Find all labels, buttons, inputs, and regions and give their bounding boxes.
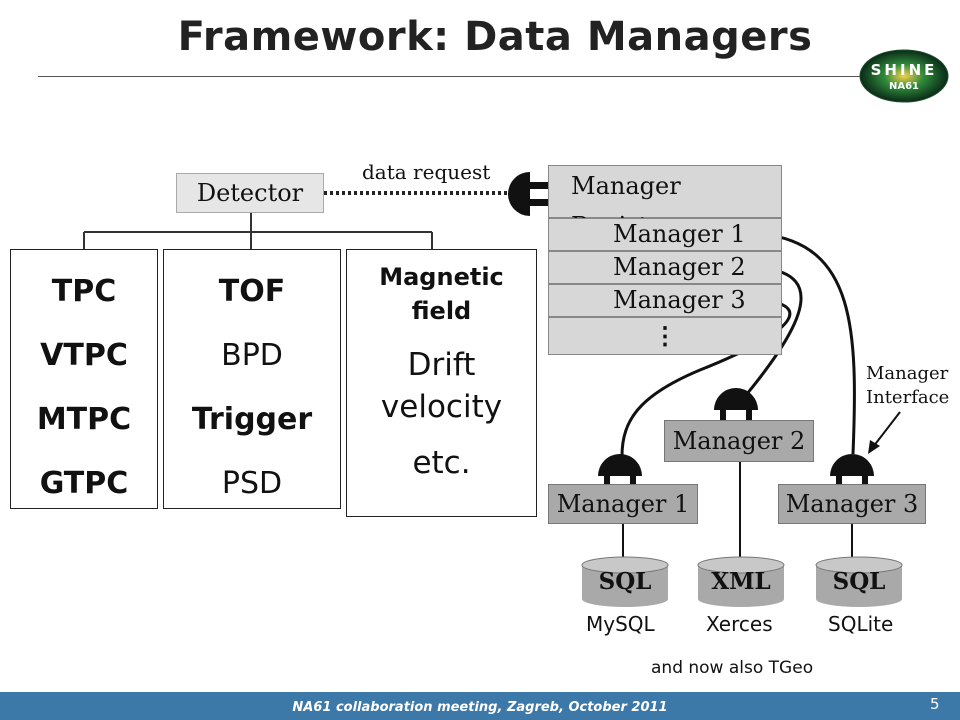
detector-label: Detector [196, 179, 304, 207]
manager-2-plug-icon [714, 388, 758, 420]
database-cylinder-2-icon [697, 556, 785, 607]
manager-3-box: Manager 3 [778, 484, 926, 524]
column-item: BPD [221, 338, 283, 373]
wire-manager-3 [761, 232, 856, 455]
data-request-label: data request [362, 160, 491, 184]
manager-label: Manager 3 [785, 490, 919, 518]
wire-manager-2 [740, 266, 803, 401]
detector-box: Detector [176, 173, 324, 213]
db-icon-text-2: XML [711, 568, 771, 595]
title-divider [38, 76, 898, 77]
registry-plug-icon [508, 172, 530, 216]
column-item: PSD [221, 466, 283, 501]
manager-2-box: Manager 2 [664, 420, 814, 462]
db-label-xerces: Xerces [706, 612, 773, 636]
db-icon-text-3: SQL [832, 568, 886, 595]
manager-3-plug-icon [830, 454, 874, 486]
column-item: VTPC [40, 338, 128, 373]
db-label-mysql: MySQL [586, 612, 655, 636]
logo-text-bottom: NA61 [889, 81, 919, 92]
logo-text-top: SHINE [871, 61, 938, 79]
registry-more: ⋮ [548, 317, 782, 355]
page-number: 5 [930, 695, 940, 713]
column-item: Trigger [191, 402, 313, 437]
database-cylinder-3-icon [815, 556, 903, 607]
registry-item-2: Manager 2 [548, 251, 782, 284]
column-item: GTPC [39, 466, 129, 501]
tgeo-note: and now also TGeo [651, 658, 814, 678]
footer-bar [0, 692, 960, 720]
magnetic-field-header: Magnetic field [379, 263, 504, 325]
manager-label: Manager 1 [556, 490, 690, 518]
detector-column-tpc: TPC VTPC MTPC GTPC [10, 249, 158, 509]
detector-column-magnetic: Magnetic field Drift velocity etc. [346, 249, 537, 517]
database-cylinder-1-icon [581, 556, 669, 607]
registry-item-1: Manager 1 [548, 218, 782, 251]
column-item: TPC [51, 274, 117, 309]
footer-text: NA61 collaboration meeting, Zagreb, Octo… [292, 700, 668, 715]
db-icon-text-1: SQL [598, 568, 652, 595]
interface-arrow [872, 411, 901, 448]
registry-item-label: Manager 2 [613, 253, 746, 281]
column-item: TOF [218, 274, 286, 309]
registry-item-label: Manager 3 [613, 286, 746, 314]
column-item: MTPC [36, 402, 132, 437]
page-title: Framework: Data Managers [177, 14, 813, 60]
detector-column-tof: TOF BPD Trigger PSD [163, 249, 341, 509]
db-label-sqlite: SQLite [828, 612, 894, 636]
etc-label: etc. [412, 445, 471, 481]
registry-title: Manager Registry [548, 165, 782, 240]
wire-manager-1 [620, 298, 792, 457]
manager-label: Manager 2 [672, 427, 806, 455]
registry-item-label: Manager 1 [613, 220, 746, 248]
manager-interface-label: Manager Interface [866, 363, 950, 408]
registry-item-3: Manager 3 [548, 284, 782, 317]
drift-velocity-label: Drift velocity [380, 347, 503, 425]
manager-1-box: Manager 1 [548, 484, 698, 524]
ellipsis-icon: ⋮ [653, 321, 677, 350]
manager-1-plug-icon [598, 454, 642, 486]
shine-logo: SHINE NA61 [859, 49, 949, 103]
